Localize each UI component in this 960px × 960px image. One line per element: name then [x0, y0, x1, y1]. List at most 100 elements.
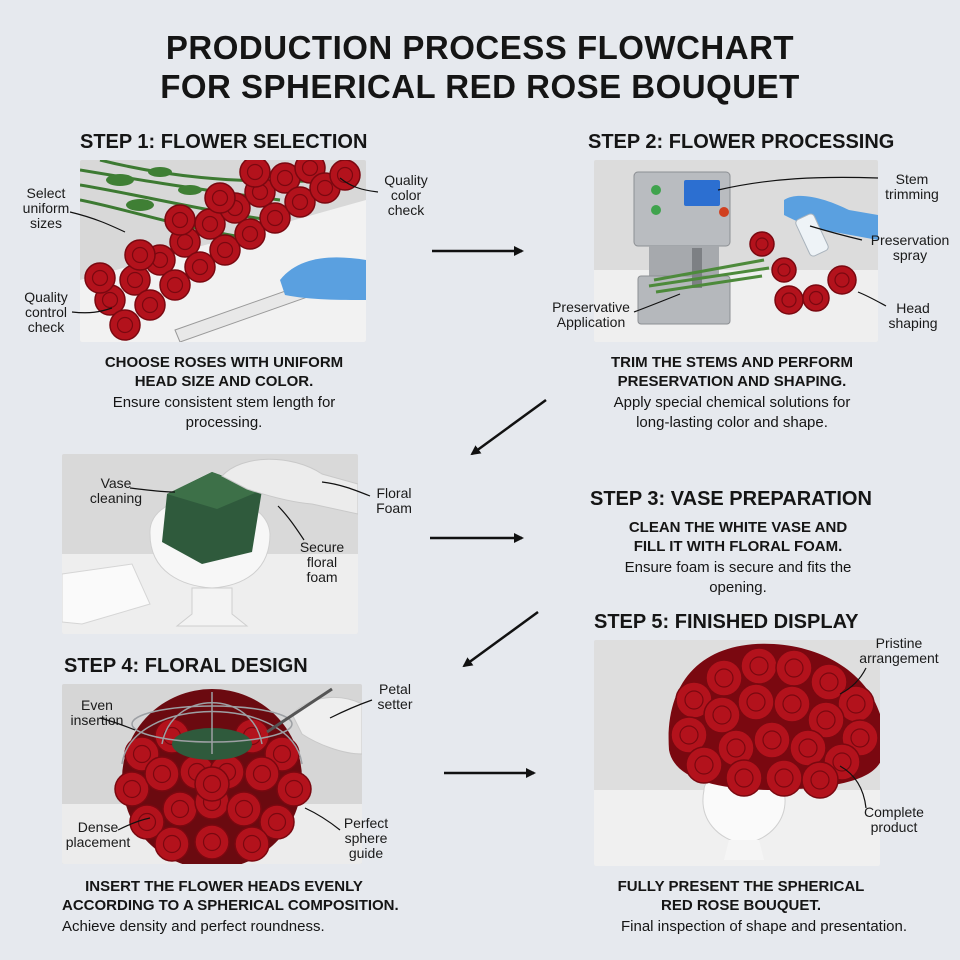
rose-head — [740, 647, 778, 685]
rose-petal-swirl — [162, 834, 182, 854]
step-3-bold-1: CLEAN THE WHITE VASE AND — [628, 519, 848, 536]
rose-head — [259, 804, 295, 840]
rose-petal-swirl — [784, 658, 804, 678]
step-5-heading: STEP 5: FINISHED DISPLAY — [594, 611, 859, 633]
rose-head — [725, 759, 763, 797]
rose-head — [134, 289, 166, 321]
rose-petal-swirl — [152, 764, 172, 784]
step-1-bold-1: CHOOSE ROSES WITH UNIFORM — [104, 354, 344, 371]
rose-petal-swirl — [781, 292, 797, 308]
rose-petal-swirl — [191, 258, 209, 276]
rose-petal-swirl — [782, 694, 802, 714]
rose-petal-swirl — [246, 163, 264, 181]
rose-petal-swirl — [808, 290, 824, 306]
rose-petal-swirl — [714, 668, 734, 688]
rose-petal-swirl — [726, 738, 746, 758]
step-5-description: FULLY PRESENT THE SPHERICAL RED ROSE BOU… — [586, 877, 942, 937]
rose-petal-swirl — [834, 272, 850, 288]
rose-head — [162, 791, 198, 827]
step-4-photo — [62, 684, 362, 864]
rose-petal-swirl — [276, 169, 294, 187]
rose-petal-swirl — [679, 725, 699, 745]
rose-head — [184, 251, 216, 283]
rose-head — [705, 659, 743, 697]
rose-head — [753, 721, 791, 759]
rose-petal-swirl — [816, 710, 836, 730]
rose-head — [124, 239, 156, 271]
rose-petal-swirl — [122, 779, 142, 799]
rose-head — [164, 204, 196, 236]
step-1-description: CHOOSE ROSES WITH UNIFORM HEAD SIZE AND … — [64, 353, 384, 433]
rose-petal-swirl — [126, 271, 144, 289]
rose-head — [807, 701, 845, 739]
rose-head — [194, 824, 230, 860]
rose-petal-swirl — [850, 728, 870, 748]
rose-petal-swirl — [777, 263, 791, 277]
rose-head — [789, 729, 827, 767]
rose-petal-swirl — [201, 215, 219, 233]
step-2-heading: STEP 2: FLOWER PROCESSING — [588, 131, 895, 153]
rose-head — [775, 649, 813, 687]
rose-head — [774, 285, 804, 315]
rose-petal-swirl — [284, 779, 304, 799]
rose-petal-swirl — [171, 211, 189, 229]
rose-petal-swirl — [131, 246, 149, 264]
step-3-photo — [62, 454, 358, 634]
rose-petal-swirl — [762, 730, 782, 750]
rose-head — [226, 791, 262, 827]
step-3-text-2: opening. — [709, 579, 767, 596]
rose-head — [284, 186, 316, 218]
rose-petal-swirl — [141, 296, 159, 314]
rose-head — [159, 269, 191, 301]
rose-head — [259, 202, 291, 234]
step-5-bold-1: FULLY PRESENT THE SPHERICAL — [617, 878, 865, 895]
rose-head — [773, 685, 811, 723]
rose-petal-swirl — [749, 656, 769, 676]
rose-head — [204, 182, 236, 214]
rose-petal-swirl — [241, 225, 259, 243]
rose-petal-swirl — [819, 672, 839, 692]
rose-petal-swirl — [316, 179, 334, 197]
rose-head — [276, 771, 312, 807]
rose-head — [771, 257, 797, 283]
rose-petal-swirl — [132, 744, 152, 764]
rose-head — [84, 262, 116, 294]
step-2-description: TRIM THE STEMS AND PERFORM PRESERVATION … — [582, 353, 882, 433]
rose-petal-swirl — [234, 799, 254, 819]
rose-head — [144, 756, 180, 792]
title-line-2: FOR SPHERICAL RED ROSE BOUQUET — [160, 68, 800, 105]
rose-head — [737, 683, 775, 721]
step-4-bold-2: ACCORDING TO A SPHERICAL COMPOSITION. — [62, 897, 399, 914]
rose-petal-swirl — [746, 692, 766, 712]
rose-petal-swirl — [216, 241, 234, 259]
step-5-text-1: Final inspection of shape and presentati… — [620, 918, 908, 935]
rose-petal-swirl — [301, 160, 319, 177]
title-line-1: PRODUCTION PROCESS FLOWCHART — [165, 29, 795, 66]
step-4-heading: STEP 4: FLORAL DESIGN — [64, 655, 308, 677]
rose-petal-swirl — [211, 189, 229, 207]
step-1-heading: STEP 1: FLOWER SELECTION — [80, 131, 368, 153]
step-5-photo — [594, 640, 880, 866]
rose-petal-swirl — [166, 276, 184, 294]
rose-petal-swirl — [755, 237, 769, 251]
rose-head — [114, 771, 150, 807]
rose-petal-swirl — [170, 799, 190, 819]
rose-head — [703, 696, 741, 734]
rose-petal-swirl — [774, 768, 794, 788]
step-4-text-1: Achieve density and perfect roundness. — [62, 918, 325, 935]
rose-petal-swirl — [116, 316, 134, 334]
step-4-bold-1: INSERT THE FLOWER HEADS EVENLY — [85, 878, 363, 895]
page-title: PRODUCTION PROCESS FLOWCHART FOR SPHERIC… — [0, 28, 960, 106]
rose-petal-swirl — [272, 744, 292, 764]
